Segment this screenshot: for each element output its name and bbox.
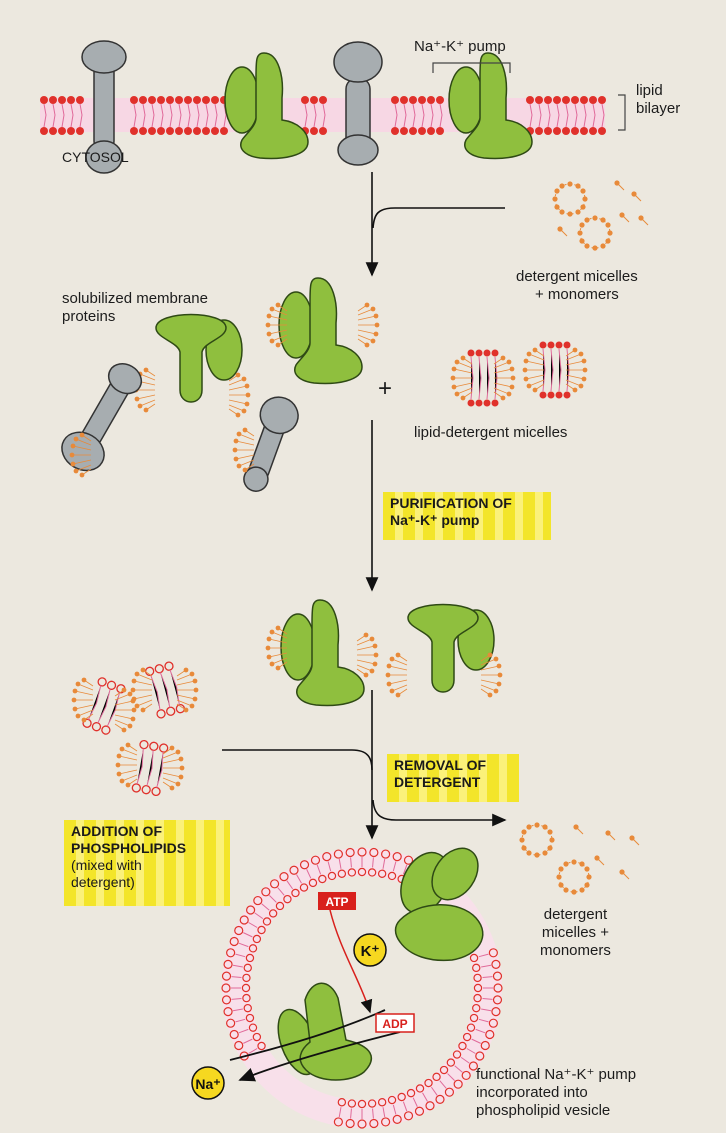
addition-step: ADDITION OF PHOSPHOLIPIDS (mixed with de…: [64, 820, 230, 906]
detergent-micelles-bottom: [519, 822, 639, 894]
cytosol-label: CYTOSOL: [62, 148, 129, 166]
removal-step: REMOVAL OF DETERGENT: [387, 754, 519, 802]
phospholipid-detergent-mixture: [72, 661, 199, 796]
svg-text:ATP: ATP: [325, 895, 348, 909]
svg-text:K⁺: K⁺: [361, 943, 380, 960]
solubilized-gray-protein-right: [234, 392, 303, 497]
lipid-detergent-micelles: [451, 342, 588, 407]
solubilized-gray-protein-left: [55, 356, 151, 478]
svg-text:ADP: ADP: [382, 1017, 407, 1031]
detergent-micelles-bottom-label: detergent micelles + monomers: [540, 906, 611, 960]
detergent-micelles-top-label: detergent micelles + monomers: [516, 268, 638, 304]
addition-title: ADDITION OF PHOSPHOLIPIDS: [71, 823, 223, 857]
purification-step: PURIFICATION OF Na⁺-K⁺ pump: [383, 492, 551, 540]
pump-top-label: Na⁺-K⁺ pump: [414, 38, 506, 56]
solubilized-tilted-protein: [134, 315, 251, 418]
purified-pump-right: [386, 605, 503, 698]
solubilized-na-k-pump: [266, 278, 380, 383]
lipid-bilayer-bracket: [618, 95, 625, 130]
detergent-micelles-top: [552, 180, 648, 250]
solubilized-proteins-label: solubilized membrane proteins: [62, 290, 208, 326]
lipid-detergent-label: lipid-detergent micelles: [414, 424, 567, 442]
atp-label: ATP: [318, 892, 356, 910]
addition-note: (mixed with detergent): [71, 857, 223, 891]
svg-text:Na⁺: Na⁺: [195, 1076, 220, 1092]
functional-pump-label: functional Na⁺-K⁺ pump incorporated into…: [476, 1066, 636, 1120]
purified-pump-left: [266, 600, 379, 705]
adp-label: ADP: [376, 1014, 414, 1032]
lipid-bilayer-label: lipid bilayer: [636, 82, 680, 118]
plus-sign: +: [378, 380, 392, 398]
k-ion: K⁺: [354, 934, 386, 966]
na-ion: Na⁺: [192, 1067, 224, 1099]
